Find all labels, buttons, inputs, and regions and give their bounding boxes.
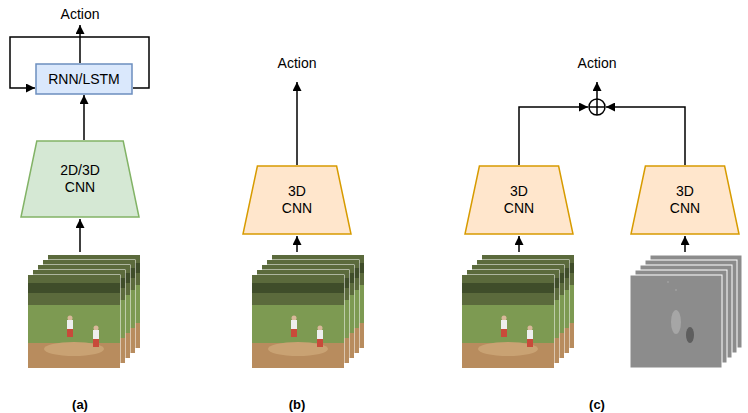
cnn-trapezoid: 3D CNN — [242, 165, 352, 235]
output-label: Action — [578, 55, 617, 72]
node-label: 3D CNN — [274, 183, 320, 217]
node-label: 2D/3D CNN — [52, 162, 108, 196]
output-label: Action — [278, 55, 317, 72]
cnn-trapezoid: 3D CNN — [630, 165, 740, 235]
part-label: (a) — [72, 396, 88, 413]
node-label: 3D CNN — [662, 183, 708, 217]
node-label: RNN/LSTM — [40, 71, 128, 88]
part-label: (c) — [589, 396, 605, 413]
part-label: (b) — [289, 396, 306, 413]
flow-arrow — [83, 95, 85, 140]
recurrent-box: RNN/LSTM — [35, 63, 133, 95]
output-label: Action — [61, 6, 100, 23]
node-label: 3D CNN — [496, 183, 542, 217]
cnn-trapezoid: 2D/3D CNN — [20, 140, 140, 218]
cnn-trapezoid: 3D CNN — [464, 165, 574, 235]
